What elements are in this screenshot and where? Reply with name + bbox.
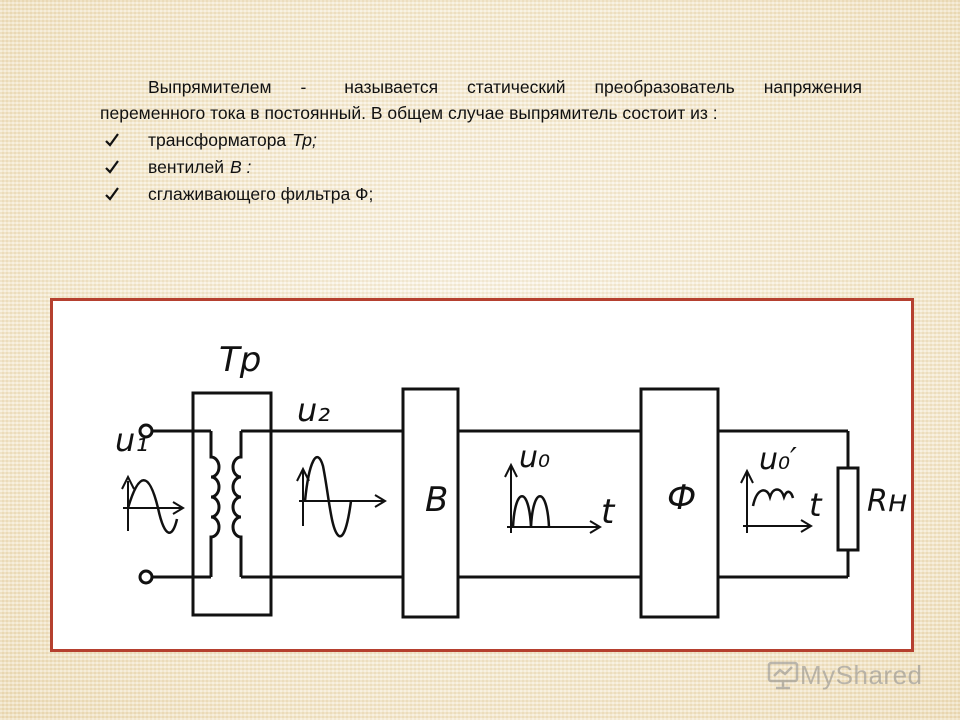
t1-label: t [601,492,616,532]
u2-arrow-x [374,494,387,508]
checkmark-icon [105,132,119,147]
u1-arrow-x [172,501,185,515]
filter-box [639,387,720,619]
presentation-icon [767,661,799,690]
u1-label: u₁ [115,421,148,459]
u2-label: u₂ [297,391,330,429]
u1-sine [126,479,179,534]
filter-label: Ф [667,478,696,518]
component-name: трансформатора [148,129,287,150]
list-item: сглаживающего фильтра Ф; [100,180,862,207]
load-resistor [836,466,860,552]
watermark-text: MyShared [800,659,923,690]
component-name: сглаживающего фильтра Ф; [148,183,374,204]
u1-arrow-y [121,474,135,490]
secondary-winding [231,431,243,577]
t2-label: t [809,486,823,524]
transformer-label: Тр [219,340,261,380]
valve-label: В [425,480,448,520]
definition-term: Выпрямителем [148,77,272,97]
u0p-label: u₀′ [759,442,797,477]
primary-winding [209,431,221,577]
checkmark-icon [105,159,119,174]
rectifier-circuit: Тр u₁ u₂ В u₀ t Ф u₀′ t Rн [115,340,907,619]
definition-text: называется статический преобразователь н… [100,77,862,123]
u2-arrow-y [296,466,310,482]
u2-sine [303,456,353,538]
component-name: вентилей [148,156,225,177]
u0-arrow-x [589,520,602,534]
valve-box [401,387,460,619]
u0p-ripple [751,488,795,507]
u0p-arrow-y [740,468,754,484]
rectifier-diagram: Тр u₁ u₂ В u₀ t Ф u₀′ t Rн [50,298,914,652]
definition-dash: - [300,77,307,97]
u0-arrow-y [504,462,518,478]
component-symbol: Тр; [292,129,317,150]
definition-paragraph: Выпрямителем -называется статический пре… [100,74,862,126]
load-label: Rн [867,484,907,519]
input-terminal-bottom [138,569,154,585]
watermark: MyShared [766,655,926,695]
u0p-arrow-x [800,519,813,533]
u0-label: u₀ [519,440,550,475]
description-text: Выпрямителем -называется статический пре… [100,74,862,207]
checkmark-icon [105,186,119,201]
transformer-box [191,391,273,617]
u0-pulses [511,495,551,528]
component-symbol: В : [230,156,252,177]
